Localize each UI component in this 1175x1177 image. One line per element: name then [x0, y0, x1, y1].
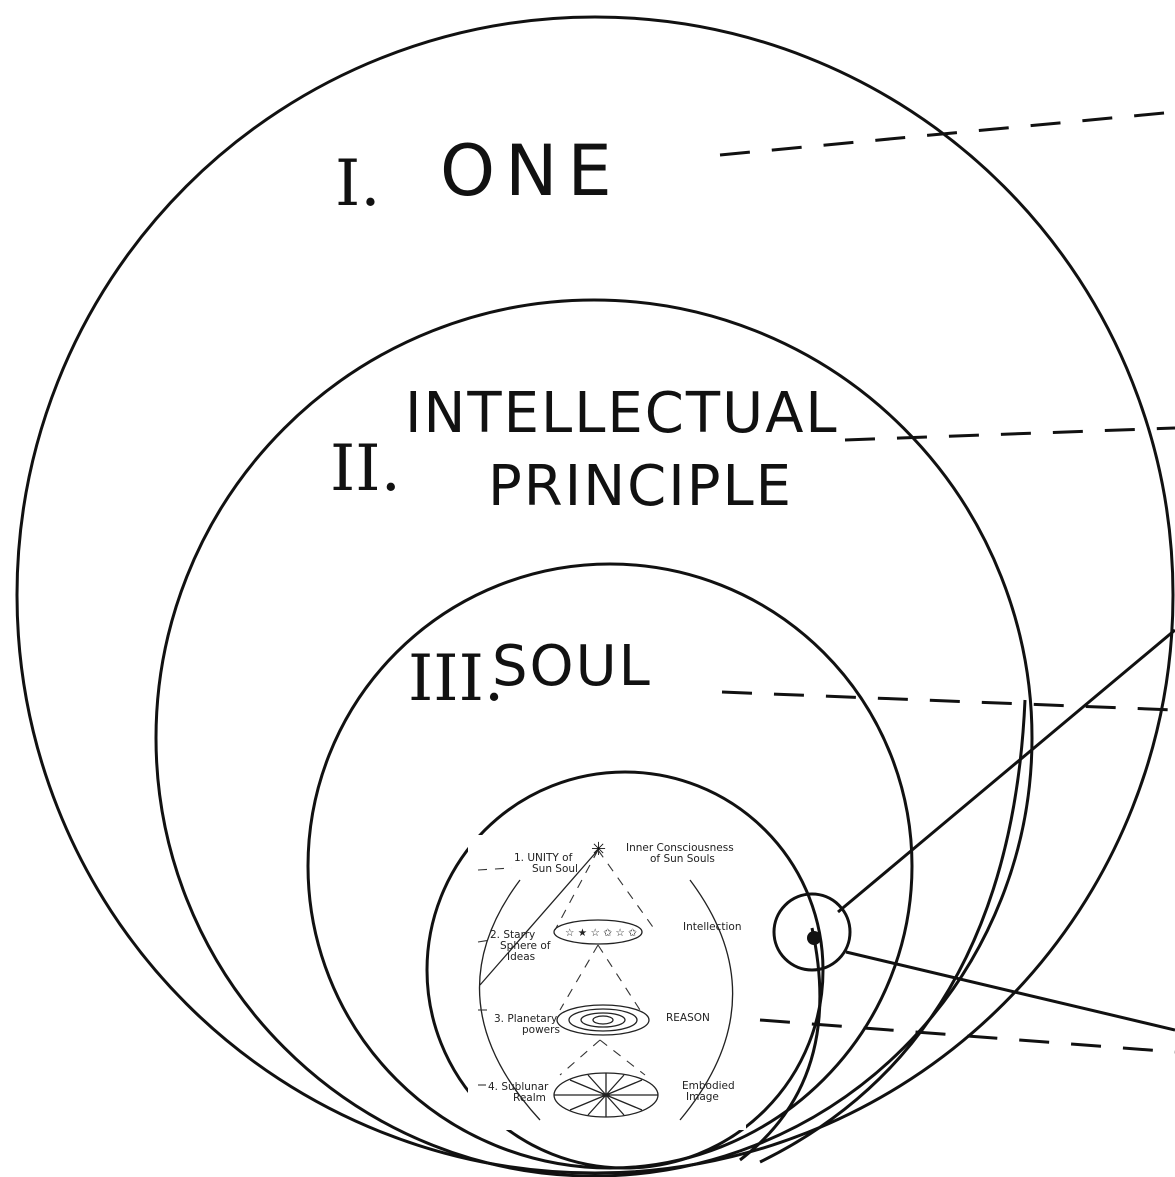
label-intellectual-line1: INTELLECTUAL [405, 381, 839, 446]
inset-level2-right-1: Intellection [683, 921, 742, 933]
inset-level4-left-2: Realm [513, 1092, 546, 1104]
leader-soul [722, 692, 1175, 710]
ray-upper [838, 630, 1175, 912]
inset-diagram: ✳ ☆ ★ ☆ ✩ ☆ ✩ 1. UNITY of Sun Soul Inner… [468, 835, 746, 1130]
label-one: ONE [440, 130, 622, 212]
inset-level2-left-3: Ideas [507, 951, 535, 963]
apex-star-icon: ✳ [591, 839, 606, 860]
label-soul: SOUL [492, 634, 652, 699]
tangent-arc-2 [760, 700, 1025, 1162]
leader-inner [760, 1020, 1175, 1052]
ray-lower [846, 952, 1175, 1030]
orb-core [807, 931, 821, 945]
inset-level4-right-2: Image [686, 1091, 719, 1103]
numeral-one: I. [335, 147, 381, 221]
leader-intellectual [845, 428, 1175, 440]
starry-sphere-stars: ☆ ★ ☆ ✩ ☆ ✩ [565, 927, 637, 939]
inset-level1-right-2: of Sun Souls [650, 853, 715, 865]
inset-level1-left-2: Sun Soul [532, 863, 578, 875]
inset-level3-left-2: powers [522, 1024, 560, 1036]
inset-level3-right-1: REASON [666, 1012, 710, 1024]
numeral-soul: III. [408, 642, 504, 716]
leader-one [720, 112, 1175, 155]
numeral-intellectual: II. [330, 432, 401, 506]
label-intellectual-line2: PRINCIPLE [488, 454, 793, 519]
